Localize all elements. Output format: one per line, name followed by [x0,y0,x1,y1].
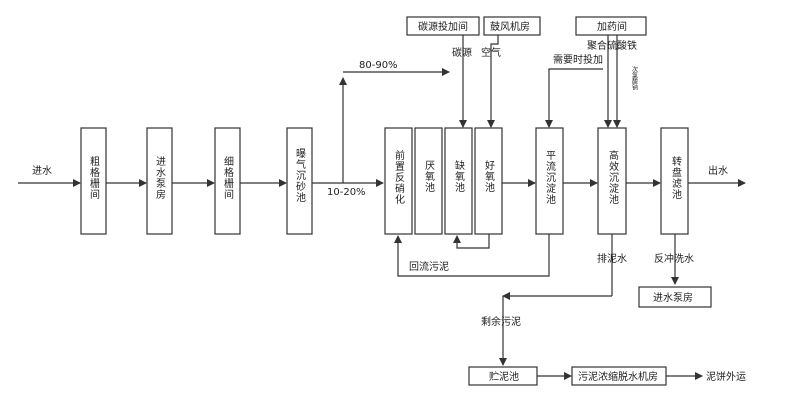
coarse-screen-box [80,127,107,235]
anoxic-label: 缺氧池 [453,159,465,193]
fine-screen-box [214,127,241,235]
sed-label: 平流沉淀池 [544,150,556,205]
coarse-screen-label: 粗格栅间 [88,156,100,200]
sed-box [535,127,564,235]
carbon-room-box [406,16,480,36]
drain-sludge-label: 排泥水 [597,252,627,265]
dosing-room-label: 加药间 [597,20,627,33]
on-demand-dose-arrow [545,68,603,128]
hised-box [597,127,627,235]
pac-label: 聚合硫酸铁 [587,39,637,52]
split-10-20-label: 10-20% [327,187,366,198]
air-feed-arrow [487,35,499,128]
on-demand-label: 需要时投加 [553,53,603,66]
grit-chamber-box [286,127,313,235]
disc-filter-label: 转盘滤池 [670,155,682,200]
backwash-label: 反冲洗水 [654,252,694,265]
naclo-label: 次氯酸钠 [631,65,638,91]
anaerobic-box [414,127,443,235]
disc-filter-box [660,127,689,235]
inlet-label: 进水 [32,165,52,177]
inlet-pump-label: 进水泵房 [154,156,166,200]
fine-screen-label: 细格栅间 [222,155,234,200]
blower-room-label: 鼓风机房 [490,20,530,33]
air-label: 空气 [481,46,501,59]
hised-label: 高效沉淀池 [607,149,619,205]
blower-room-box [483,16,541,36]
pre-denit-box [384,127,413,235]
anaerobic-label: 厌氧池 [423,160,435,193]
excess-sludge-label: 剩余污泥 [481,315,521,328]
internal-recycle-arrow [453,234,490,249]
cake-out-label: 泥饼外运 [706,370,746,383]
backwash-pump-box [638,286,712,308]
inlet-pump-box [146,127,173,235]
carbon-room-label: 碳源投加间 [418,20,468,33]
return-sludge-label: 回流污泥 [409,260,449,273]
anoxic-box [444,127,473,235]
grit-chamber-label: 曝气沉砂池 [294,148,306,203]
backwash-pump-label: 进水泵房 [653,291,693,304]
aerobic-box [474,127,503,235]
pre-denit-label: 前置反硝化 [393,149,405,205]
sludge-tank-label: 贮泥池 [489,370,519,383]
dosing-room-box [575,16,647,36]
split-80-90-label: 80-90% [359,60,398,71]
carbon-label: 碳源 [452,46,472,59]
return-sludge-arrow [394,234,550,277]
dewater-room-label: 污泥浓缩脱水机房 [578,370,658,383]
outlet-label: 出水 [708,164,728,177]
aerobic-label: 好氧池 [483,160,495,193]
